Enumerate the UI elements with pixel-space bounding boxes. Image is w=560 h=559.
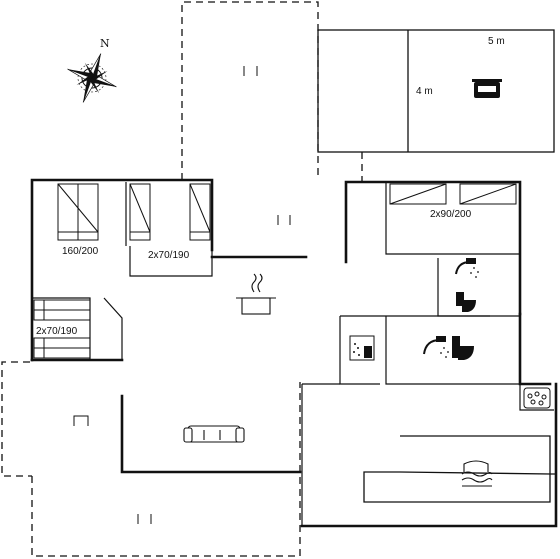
sauna-cabin bbox=[519, 384, 554, 411]
label-carport-width: 5 m bbox=[488, 36, 505, 47]
opening-markers bbox=[73, 66, 291, 524]
toilet-icon bbox=[456, 292, 476, 312]
wall-living-west bbox=[120, 394, 302, 474]
whirlpool-icon bbox=[523, 387, 551, 409]
sauna-icon bbox=[349, 335, 375, 361]
terrace-west bbox=[1, 361, 32, 477]
label-carport-depth: 4 m bbox=[416, 86, 433, 97]
terrace-south bbox=[31, 382, 301, 557]
wall-pool-south bbox=[300, 382, 558, 528]
west-door-swing bbox=[103, 297, 123, 360]
sofa-icon bbox=[183, 425, 245, 443]
carport-outline bbox=[317, 29, 555, 153]
swimming-pool-icon bbox=[461, 460, 493, 487]
terrace-north bbox=[181, 1, 319, 180]
label-bed-twin-left: 2x70/190 bbox=[36, 326, 78, 337]
shower-icon bbox=[455, 258, 479, 278]
toilet-icon bbox=[452, 336, 474, 360]
marker-north-terrace bbox=[243, 66, 258, 76]
compass-rose-icon bbox=[67, 53, 117, 103]
carport bbox=[317, 29, 555, 153]
label-bed-double: 160/200 bbox=[62, 246, 99, 257]
marker-south-terrace bbox=[137, 514, 152, 524]
wall-east-south bbox=[518, 312, 552, 386]
bed-double bbox=[57, 183, 99, 241]
pool-outline bbox=[363, 435, 556, 503]
bedroom-2-partition bbox=[129, 246, 213, 277]
car-icon bbox=[472, 79, 502, 98]
hall-partition bbox=[385, 182, 520, 255]
bed-twin-center bbox=[129, 183, 211, 241]
cooking-pot-icon bbox=[236, 273, 276, 315]
wall-west-block bbox=[30, 178, 214, 362]
bed-twin-left bbox=[33, 299, 91, 359]
bed-twin-right bbox=[389, 183, 517, 205]
pool-hall-wall bbox=[301, 383, 340, 526]
marker-hall bbox=[277, 215, 291, 225]
marker-west-terrace bbox=[73, 415, 89, 426]
compass-north-label: N bbox=[100, 37, 110, 50]
label-bed-twin-right: 2x90/200 bbox=[430, 209, 472, 220]
interior-walls bbox=[32, 182, 554, 526]
shower-icon bbox=[423, 336, 449, 358]
label-bed-twin-center: 2x70/190 bbox=[148, 250, 190, 261]
wall-east-north bbox=[344, 180, 522, 316]
exterior-walls bbox=[30, 178, 558, 528]
